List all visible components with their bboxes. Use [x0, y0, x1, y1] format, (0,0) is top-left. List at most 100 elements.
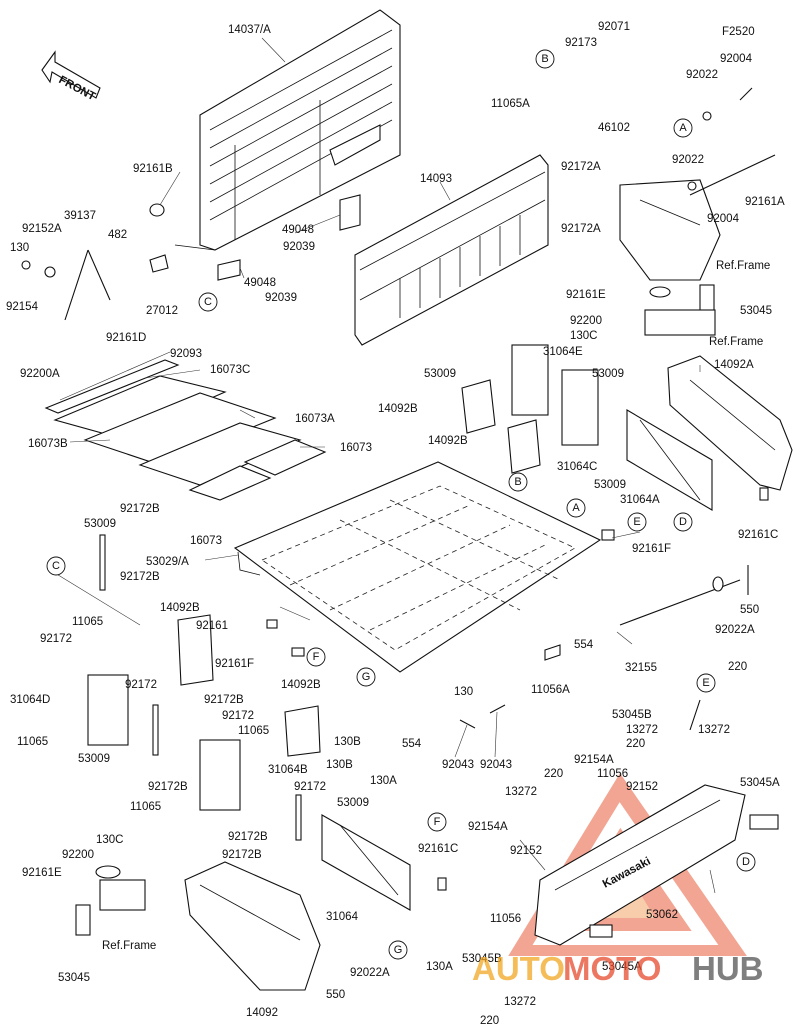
label-16073-2: 16073: [190, 535, 222, 547]
part-92161A-rod: [687, 87, 776, 196]
label-16073C: 16073C: [210, 364, 250, 376]
label-31064C: 31064C: [557, 461, 597, 473]
label-92161E-top: 92161E: [566, 289, 606, 301]
label-53062: 53062: [646, 909, 678, 921]
label-92022A-1: 92022A: [715, 624, 755, 636]
label-14092B-4: 14092B: [281, 679, 321, 691]
label-92161C-1: 92161C: [738, 529, 778, 541]
part-14092-side-panel: [184, 861, 321, 991]
label-92200-top: 92200: [570, 315, 602, 327]
svg-text:C: C: [52, 560, 60, 572]
label-92172-2: 92172: [125, 679, 157, 691]
label-14037A: 14037/A: [228, 24, 271, 36]
part-16073-mats: [44, 359, 327, 501]
label-49048-2: 49048: [244, 277, 276, 289]
label-ref-frame-top: Ref.Frame: [716, 260, 770, 272]
front-arrow-icon: FRONT: [41, 50, 101, 103]
diagram-code: F2520: [722, 26, 755, 38]
label-11065-4: 11065: [130, 801, 161, 813]
callout-C-left: C: [46, 556, 66, 576]
svg-text:F: F: [434, 816, 441, 828]
watermark-text: AUTO MOTO HUB: [472, 950, 764, 987]
label-53009-1: 53009: [424, 368, 456, 380]
callout-D-tailgate: D: [736, 852, 756, 872]
label-31064: 31064: [326, 911, 359, 923]
label-92172B-2: 92172B: [120, 571, 160, 583]
hardware-bolts: [99, 487, 769, 891]
label-550-1: 550: [740, 604, 759, 616]
svg-text:A: A: [572, 502, 580, 514]
label-130C-bottom: 130C: [96, 834, 124, 846]
svg-text:D: D: [742, 856, 750, 868]
label-220-2: 220: [626, 738, 645, 750]
callout-E-right: E: [627, 512, 647, 532]
leader-lines: [49, 37, 716, 894]
label-130-bed: 130: [454, 686, 473, 698]
label-11056-1: 11056: [597, 768, 628, 780]
label-92154: 92154: [6, 301, 39, 313]
label-53045B-1: 53045B: [612, 709, 652, 721]
label-32155: 32155: [625, 662, 657, 674]
label-130A-1: 130A: [370, 775, 397, 787]
label-31064A: 31064A: [620, 494, 660, 506]
part-53045-latch-assembly: [644, 284, 716, 336]
label-92022-top: 92022: [686, 69, 718, 81]
label-92161A: 92161A: [745, 196, 785, 208]
label-130C-top: 130C: [570, 330, 598, 342]
label-92043-1: 92043: [442, 759, 474, 771]
label-92172-4: 92172: [294, 781, 326, 793]
label-14092B-3: 14092B: [160, 602, 200, 614]
label-92004-top: 92004: [720, 53, 753, 65]
frame-reference-top: [619, 179, 721, 281]
label-ref-frame-mid: Ref.Frame: [709, 336, 763, 348]
label-92172-3: 92172: [222, 710, 254, 722]
label-16073-1: 16073: [340, 442, 372, 454]
part-14092A-side-panel: [667, 355, 793, 491]
svg-text:B: B: [541, 53, 548, 65]
label-14092B-2: 14092B: [428, 435, 468, 447]
label-92161: 92161: [196, 620, 228, 632]
label-14092: 14092: [246, 1007, 278, 1019]
svg-text:E: E: [702, 677, 709, 689]
label-92004-mid: 92004: [707, 213, 740, 225]
label-92172B-1: 92172B: [120, 503, 160, 515]
label-92093: 92093: [170, 348, 202, 360]
label-130B-2: 130B: [326, 759, 353, 771]
label-130B-1: 130B: [334, 736, 361, 748]
callout-B-top: B: [535, 49, 555, 69]
frame-reference-bottom: [75, 865, 146, 936]
label-31064D: 31064D: [10, 694, 50, 706]
callout-B-bed: B: [508, 472, 528, 492]
label-11065-1: 11065: [72, 616, 103, 628]
label-31064E: 31064E: [543, 346, 583, 358]
part-39137-linkage: [21, 203, 169, 321]
label-11065-3: 11065: [17, 736, 48, 748]
callout-A-bed: A: [566, 498, 586, 518]
svg-text:A: A: [679, 122, 687, 134]
label-92172-1: 92172: [40, 633, 72, 645]
svg-text:AUTO: AUTO: [472, 950, 565, 987]
label-92043-2: 92043: [480, 759, 512, 771]
label-92172B-6: 92172B: [222, 849, 262, 861]
label-53009-3: 53009: [594, 479, 626, 491]
label-92161D: 92161D: [106, 332, 146, 344]
label-13272-4: 13272: [504, 996, 536, 1008]
label-13272-1: 13272: [626, 724, 658, 736]
callout-E-hardware: E: [696, 673, 716, 693]
label-92154A-1: 92154A: [574, 754, 614, 766]
label-92200-bottom: 92200: [62, 849, 94, 861]
label-13272-3: 13272: [505, 786, 537, 798]
part-14093-front-panel: [354, 154, 549, 346]
part-31064-stanchions: [87, 344, 713, 911]
label-92173: 92173: [565, 37, 597, 49]
label-11056-2: 11056: [490, 913, 521, 925]
label-220-1: 220: [728, 661, 747, 673]
label-39137: 39137: [64, 210, 96, 222]
part-labels: 14037/A 92071 92173 92004 92022 11065 A 4…: [6, 21, 785, 1027]
label-92071: 92071: [598, 21, 630, 33]
part-14092B-covers: [177, 379, 541, 757]
label-554-1: 554: [574, 639, 594, 651]
label-130-left: 130: [10, 242, 29, 254]
callout-G-bottom: G: [388, 940, 408, 960]
label-14093: 14093: [420, 173, 452, 185]
